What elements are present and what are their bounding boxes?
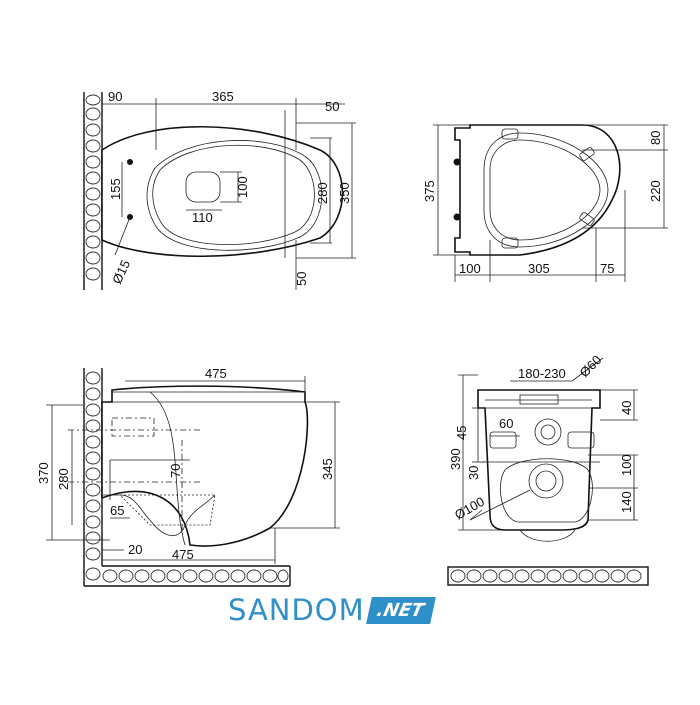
dim-20: 20 bbox=[128, 542, 142, 557]
dim-labels-seat: 80 375 220 100 305 75 bbox=[422, 131, 663, 276]
dim-100-seat: 100 bbox=[459, 261, 481, 276]
dim-40: 40 bbox=[619, 401, 634, 415]
dim-65: 65 bbox=[110, 503, 124, 518]
dim-140: 140 bbox=[619, 491, 634, 513]
dim-75: 75 bbox=[600, 261, 614, 276]
dim-30: 30 bbox=[466, 466, 481, 480]
dim-70: 70 bbox=[168, 464, 183, 478]
dims-back bbox=[458, 357, 638, 531]
dim-345: 345 bbox=[320, 458, 335, 480]
dim-100-top: 100 bbox=[235, 176, 250, 198]
dim-100-back: 100 bbox=[619, 454, 634, 476]
toilet-back bbox=[477, 389, 601, 542]
brand-name: SANDOM bbox=[228, 593, 365, 627]
wall-side bbox=[83, 368, 291, 587]
dim-labels-back: 180-230 Ø60 40 45 60 390 100 30 Ø100 140 bbox=[448, 352, 634, 522]
dim-90: 90 bbox=[108, 89, 122, 104]
dim-475-top: 475 bbox=[205, 366, 227, 381]
dim-280-side: 280 bbox=[56, 468, 71, 490]
dim-labels-side: 475 370 280 345 70 65 20 475 bbox=[36, 366, 335, 562]
dim-220: 220 bbox=[648, 180, 663, 202]
back-view: 180-230 Ø60 40 45 60 390 100 30 Ø100 140 bbox=[447, 352, 649, 586]
dim-60: 60 bbox=[499, 416, 513, 431]
dim-350: 350 bbox=[337, 182, 352, 204]
dims-side bbox=[46, 376, 340, 564]
dim-45: 45 bbox=[454, 426, 469, 440]
dim-155: 155 bbox=[108, 178, 123, 200]
dim-180-230: 180-230 bbox=[518, 366, 566, 381]
dim-80: 80 bbox=[648, 131, 663, 145]
dim-d60: Ø60 bbox=[577, 352, 605, 380]
dim-50-top: 50 bbox=[325, 99, 339, 114]
brand-logo: SANDOM .NET bbox=[228, 590, 437, 630]
dim-370: 370 bbox=[36, 462, 51, 484]
bowl-outline-top bbox=[101, 125, 344, 258]
dim-305: 305 bbox=[528, 261, 550, 276]
dim-50-bottom: 50 bbox=[294, 272, 309, 286]
wall-top bbox=[83, 92, 103, 290]
brand-suffix-badge: .NET bbox=[365, 596, 437, 624]
floor-back bbox=[447, 566, 649, 586]
toilet-side bbox=[68, 385, 309, 547]
dim-390: 390 bbox=[448, 448, 463, 470]
dim-365: 365 bbox=[212, 89, 234, 104]
dims-seat bbox=[433, 124, 668, 282]
side-view: 475 370 280 345 70 65 20 475 bbox=[36, 366, 340, 587]
dim-475-bottom: 475 bbox=[172, 547, 194, 562]
dim-d100: Ø100 bbox=[452, 494, 487, 523]
dim-d15: Ø15 bbox=[109, 258, 133, 287]
seat-view: 80 375 220 100 305 75 bbox=[422, 124, 668, 282]
dims-top bbox=[102, 98, 356, 290]
dim-280: 280 bbox=[315, 182, 330, 204]
top-view: 90 365 50 155 Ø15 100 110 280 350 50 bbox=[83, 89, 356, 290]
dim-375: 375 bbox=[422, 180, 437, 202]
dim-110: 110 bbox=[192, 210, 213, 225]
